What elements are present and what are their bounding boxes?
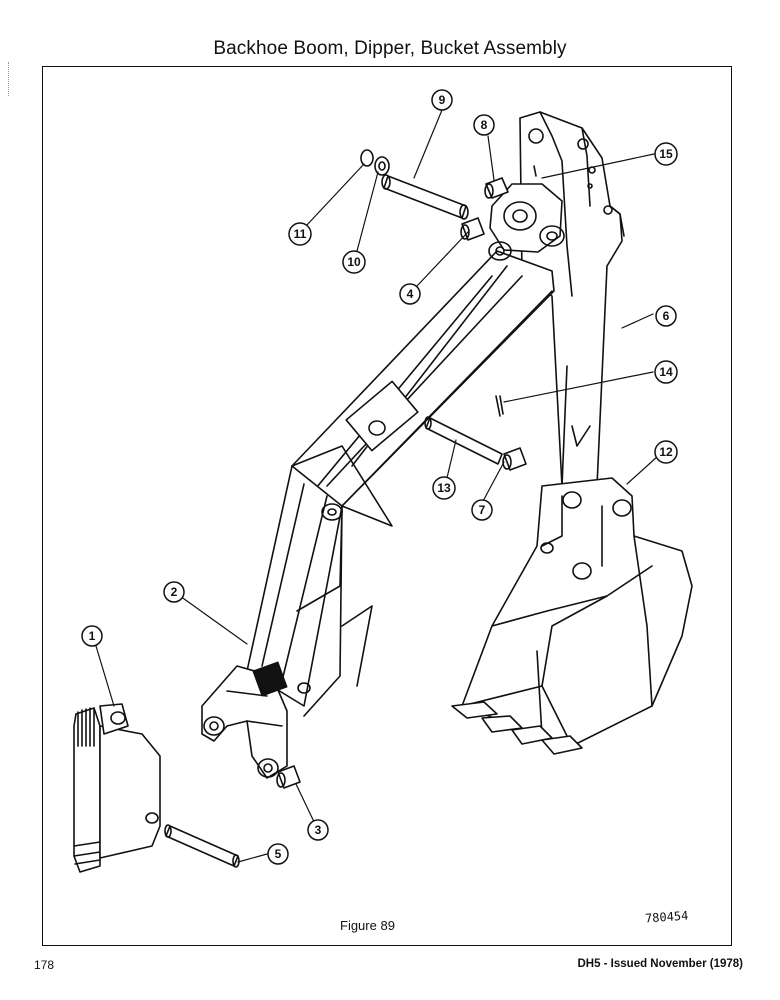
callout-14-label: 14 [659, 365, 673, 379]
bushing-4 [460, 217, 485, 241]
callout-9: 9 [431, 89, 453, 111]
callout-8-label: 8 [481, 118, 488, 132]
callout-14: 14 [654, 360, 678, 384]
swing-post [73, 703, 161, 873]
exploded-parts-drawing: 9 8 15 11 10 4 6 14 12 13 7 2 1 3 5 [73, 89, 693, 873]
pin-13 [424, 416, 503, 465]
boom-foot [201, 661, 311, 779]
callout-7-label: 7 [479, 503, 486, 517]
bushing-3 [276, 765, 301, 789]
callout-2: 2 [163, 581, 185, 603]
washer-10 [374, 156, 390, 176]
callout-6-label: 6 [663, 309, 670, 323]
callout-3: 3 [307, 819, 329, 841]
page-number: 178 [34, 958, 55, 972]
figure-caption: Figure 89 [340, 918, 395, 933]
callout-10-label: 10 [347, 255, 361, 269]
bushing-8 [484, 177, 509, 199]
callout-2-label: 2 [171, 585, 178, 599]
callout-8: 8 [473, 114, 495, 136]
callout-6: 6 [655, 305, 677, 327]
callout-13-label: 13 [437, 481, 451, 495]
pin-9 [381, 174, 469, 220]
callout-4: 4 [399, 283, 421, 305]
callout-11: 11 [288, 222, 312, 246]
callout-15: 15 [654, 142, 678, 166]
cotter-pin-14 [495, 395, 504, 417]
callout-5-label: 5 [275, 847, 282, 861]
pin-5 [164, 824, 240, 868]
callout-9-label: 9 [439, 93, 446, 107]
callout-1: 1 [81, 625, 103, 647]
washer-11 [360, 149, 374, 167]
callout-5: 5 [267, 843, 289, 865]
dipper-lug [489, 183, 565, 253]
callout-10: 10 [342, 250, 366, 274]
callout-3-label: 3 [315, 823, 322, 837]
callout-12: 12 [654, 440, 678, 464]
margin-mark [8, 62, 10, 96]
callout-12-label: 12 [659, 445, 673, 459]
page-title: Backhoe Boom, Dipper, Bucket Assembly [213, 38, 567, 59]
callout-13: 13 [432, 476, 456, 500]
boom-arm [246, 241, 555, 717]
figure-frame [42, 66, 732, 946]
callout-1-label: 1 [89, 629, 96, 643]
bucket [451, 477, 693, 755]
callout-15-label: 15 [659, 147, 673, 161]
callout-11-label: 11 [294, 227, 307, 241]
grease-fitting-15 [533, 165, 537, 177]
leader-lines [95, 109, 659, 863]
issue-line: DH5 - Issued November (1978) [577, 958, 743, 970]
callout-7: 7 [471, 499, 493, 521]
callout-4-label: 4 [407, 287, 414, 301]
bushing-7 [502, 447, 527, 471]
